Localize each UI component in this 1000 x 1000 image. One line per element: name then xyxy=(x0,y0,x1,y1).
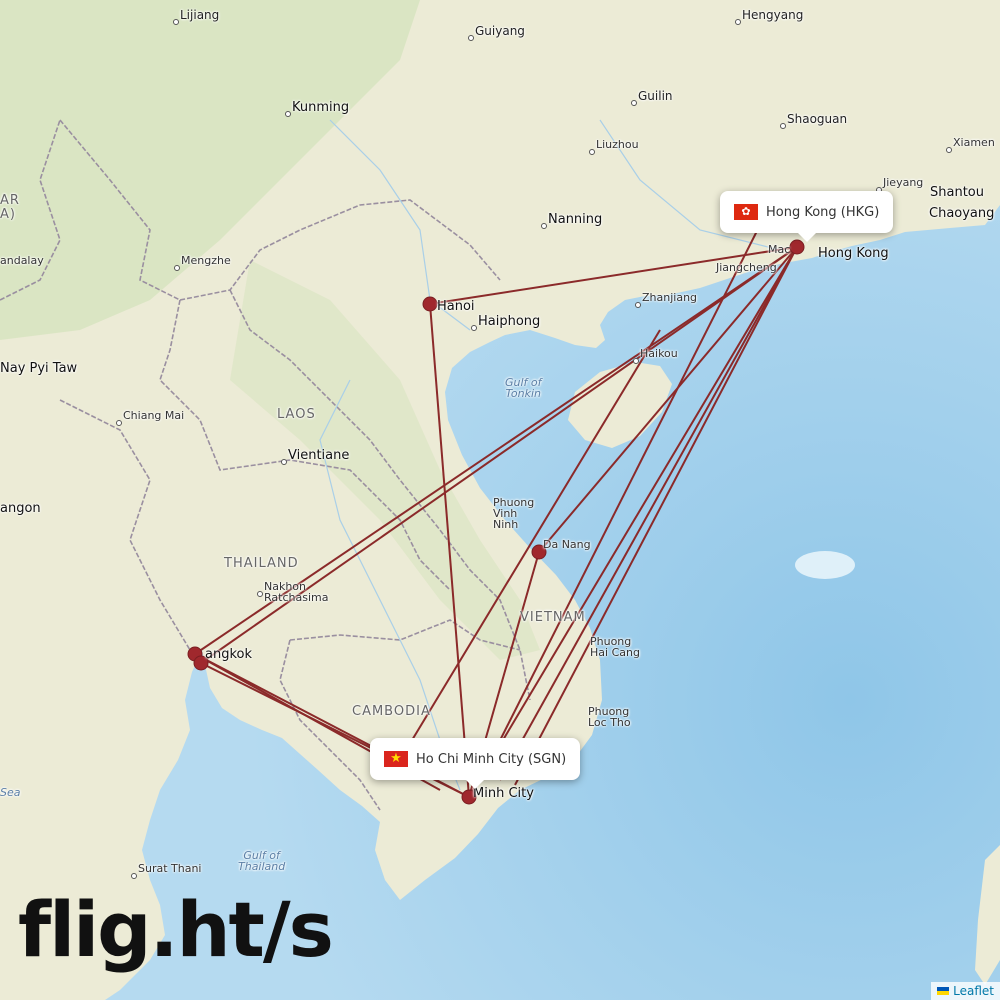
route-hkg-sgn-c xyxy=(514,246,798,786)
city-dot xyxy=(780,123,786,129)
map-label: Haiphong xyxy=(478,314,541,329)
popup-sgn-label: Ho Chi Minh City (SGN) xyxy=(416,751,567,767)
city-dot xyxy=(285,111,291,117)
city-dot xyxy=(946,147,952,153)
map-label: Shaoguan xyxy=(787,112,848,126)
map-label: Jiangcheng xyxy=(716,261,777,274)
map-label: LAOS xyxy=(277,407,316,422)
route-hkg-sgn xyxy=(468,246,798,798)
map-label: Mac xyxy=(768,243,791,256)
city-dot xyxy=(257,591,263,597)
airport-sgn-marker[interactable] xyxy=(461,789,477,805)
attribution[interactable]: Leaflet xyxy=(931,982,1000,1000)
map-label: Xiamen xyxy=(953,136,995,149)
map-label: Chiang Mai xyxy=(123,409,185,422)
map-label: Liuzhou xyxy=(596,138,639,151)
route-hkg-sgn-b xyxy=(499,246,798,781)
map-label: VIETNAM xyxy=(520,610,586,625)
route-hkg-dmk xyxy=(200,246,798,664)
reef-shoal xyxy=(795,551,855,579)
map-label: Hengyang xyxy=(742,8,804,22)
map-label: Chaoyang xyxy=(929,206,995,221)
brand-logo[interactable]: flig.ht/s xyxy=(18,885,334,974)
map-label: A) xyxy=(0,207,16,222)
map-label: Guilin xyxy=(638,89,673,103)
map-label: Jieyang xyxy=(883,176,924,189)
map-label: Nay Pyi Taw xyxy=(0,361,78,376)
route-north-sgn xyxy=(479,224,761,781)
city-dot xyxy=(633,358,639,364)
map-label: Lijiang xyxy=(180,8,220,22)
map-label: Kunming xyxy=(292,100,350,115)
map-label: Nanning xyxy=(548,212,603,227)
city-dot xyxy=(131,873,137,879)
map-label: THAILAND xyxy=(224,556,299,571)
map-label: CAMBODIA xyxy=(352,704,431,719)
map-label: andalay xyxy=(0,254,44,267)
map-label: AR xyxy=(0,193,20,208)
map-label: Haikou xyxy=(640,347,678,360)
country-borders xyxy=(0,119,531,811)
city-dot xyxy=(281,459,287,465)
city-dot xyxy=(173,19,179,25)
route-hkg-dad xyxy=(538,246,798,553)
city-dot xyxy=(471,325,477,331)
map-label: angkok xyxy=(205,647,253,662)
city-dot xyxy=(468,35,474,41)
map-label: Guiyang xyxy=(475,24,525,38)
attribution-link[interactable]: Leaflet xyxy=(953,984,994,998)
map-label: Hanoi xyxy=(437,299,475,314)
map-label: Minh City xyxy=(473,786,534,801)
airport-hkg-marker[interactable] xyxy=(789,239,805,255)
city-dot xyxy=(174,265,180,271)
map-label: angon xyxy=(0,501,41,516)
airport-han-marker[interactable] xyxy=(422,296,438,312)
map-label: Hong Kong xyxy=(818,246,889,261)
airport-dmk-marker[interactable] xyxy=(193,655,209,671)
airport-markers xyxy=(187,239,805,805)
hk-flag-icon xyxy=(734,204,758,220)
city-dot xyxy=(541,223,547,229)
map-label: Mengzhe xyxy=(181,254,231,267)
forest-north xyxy=(0,0,420,340)
route-hkg-han xyxy=(429,246,798,305)
city-dot xyxy=(635,302,641,308)
popup-sgn[interactable]: Ho Chi Minh City (SGN) xyxy=(370,738,581,789)
popup-hkg[interactable]: Hong Kong (HKG) xyxy=(720,191,894,242)
city-dot xyxy=(631,100,637,106)
city-dot xyxy=(589,149,595,155)
route-han-sgn xyxy=(429,303,470,798)
city-dot xyxy=(735,19,741,25)
vn-flag-icon xyxy=(384,751,408,767)
city-dot xyxy=(116,420,122,426)
route-hkg-bkk xyxy=(194,246,798,655)
route-hai-sgn xyxy=(399,329,661,761)
airport-dad-marker[interactable] xyxy=(531,544,547,560)
map-label: Sea xyxy=(0,786,21,799)
map-label: Zhanjiang xyxy=(642,291,698,304)
land-taiwan xyxy=(975,845,1000,985)
map-label: Da Nang xyxy=(543,538,591,551)
map-label: Shantou xyxy=(930,185,984,200)
map-label: Surat Thani xyxy=(138,862,202,875)
popup-hkg-label: Hong Kong (HKG) xyxy=(766,204,880,220)
map-label: Vientiane xyxy=(288,448,350,463)
ukraine-flag-icon xyxy=(937,987,950,995)
